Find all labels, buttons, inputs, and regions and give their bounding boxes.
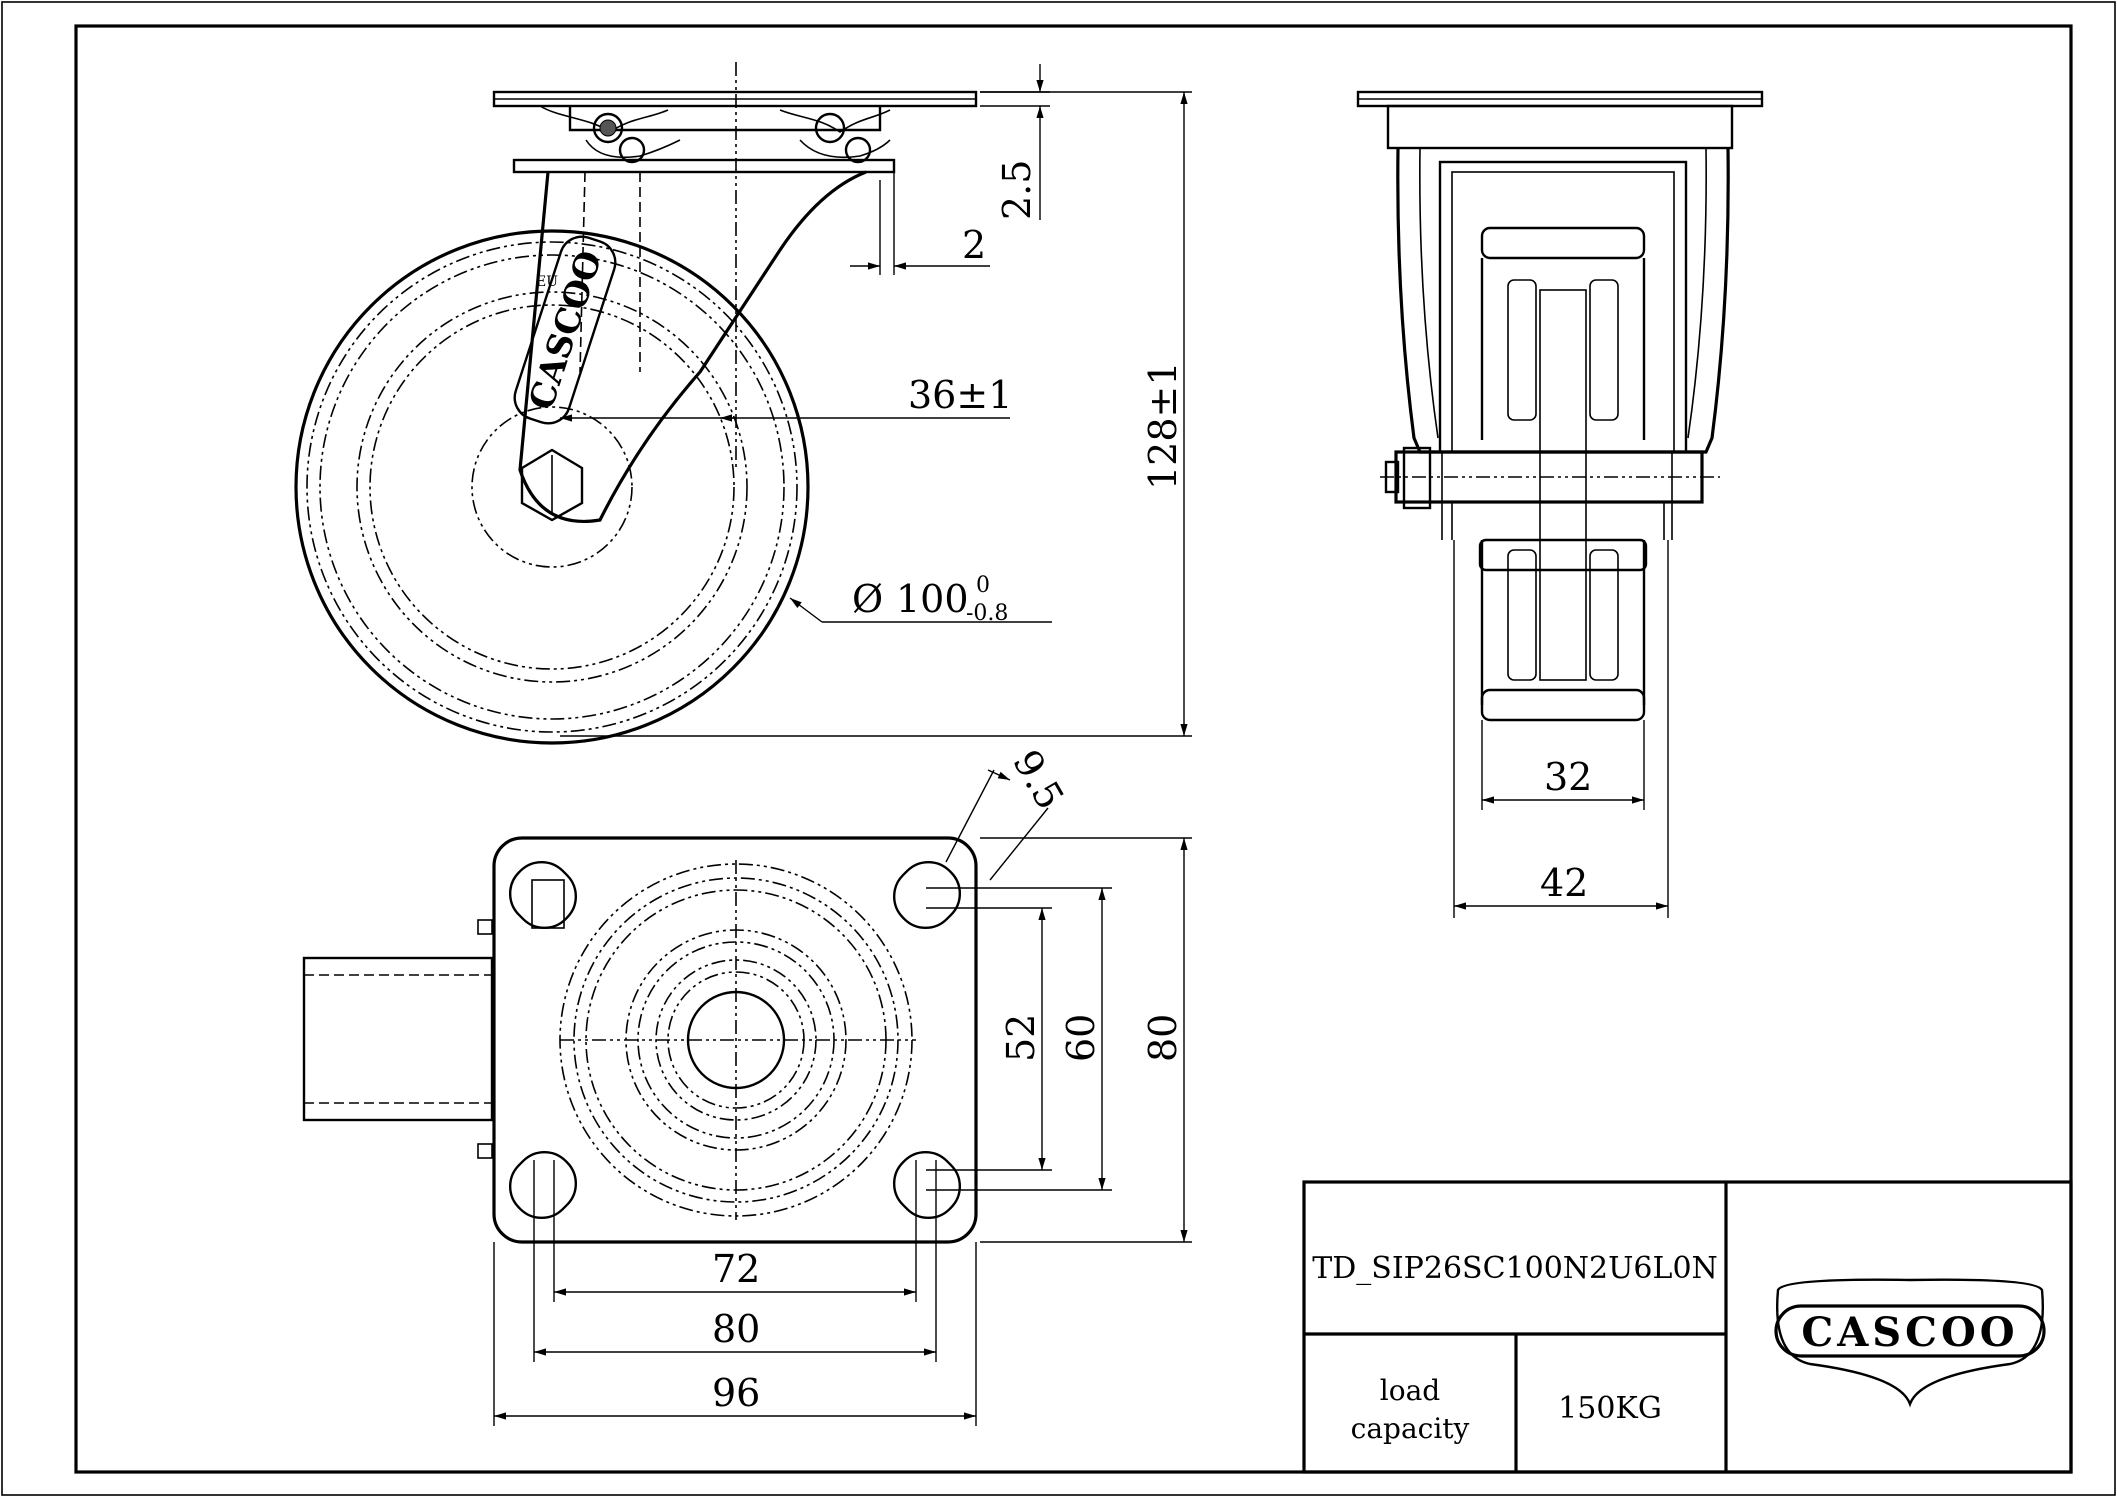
top-view: 9.5 52 60 80 72 80 96	[302, 743, 1192, 1426]
svg-text:CASCOO: CASCOO	[1801, 1309, 2018, 1356]
dim-tread-width: 32	[1544, 755, 1592, 799]
dim-plate-thickness: 2.5	[995, 160, 1039, 220]
dim-plate-height: 80	[1141, 1014, 1185, 1062]
side-view: CASCOO EU 2.5 2 36±1 Ø 100 0 -0.8 128±1	[294, 62, 1192, 745]
dim-overall-height: 128±1	[1141, 361, 1185, 490]
dim-wheel-diameter: 100	[896, 577, 969, 621]
wheel-small-mark: EU	[536, 274, 558, 290]
dim-hole-spacing-x-inner: 72	[712, 1247, 760, 1291]
dim-slot-width: 9.5	[1004, 743, 1072, 817]
front-view: 32 42	[1356, 90, 1764, 918]
dim-wheel-diameter-symbol: Ø	[852, 577, 883, 621]
load-capacity-label-line1: load	[1380, 1374, 1441, 1407]
title-block: TD_SIP26SC100N2U6L0N load capacity 150KG…	[1302, 1180, 2073, 1474]
dim-fork-width: 42	[1540, 861, 1588, 905]
part-number: TD_SIP26SC100N2U6L0N	[1312, 1251, 1718, 1286]
dim-hole-spacing-y-inner: 52	[999, 1014, 1043, 1062]
dim-plate-width: 96	[712, 1371, 760, 1415]
dim-offset-gap: 2	[962, 223, 986, 267]
dim-wheel-diameter-tol-upper: 0	[976, 573, 990, 598]
dim-wheel-diameter-tol-lower: -0.8	[966, 601, 1008, 626]
sheet-inner-border	[74, 24, 2073, 1474]
dim-hole-spacing-x-outer: 80	[712, 1307, 760, 1351]
company-logo: CASCOO	[1774, 1278, 2046, 1408]
load-capacity-label-line2: capacity	[1351, 1412, 1470, 1445]
dim-hole-spacing-y-outer: 60	[1059, 1014, 1103, 1062]
load-capacity-value: 150KG	[1558, 1391, 1662, 1426]
dim-swivel-offset: 36±1	[908, 373, 1012, 417]
